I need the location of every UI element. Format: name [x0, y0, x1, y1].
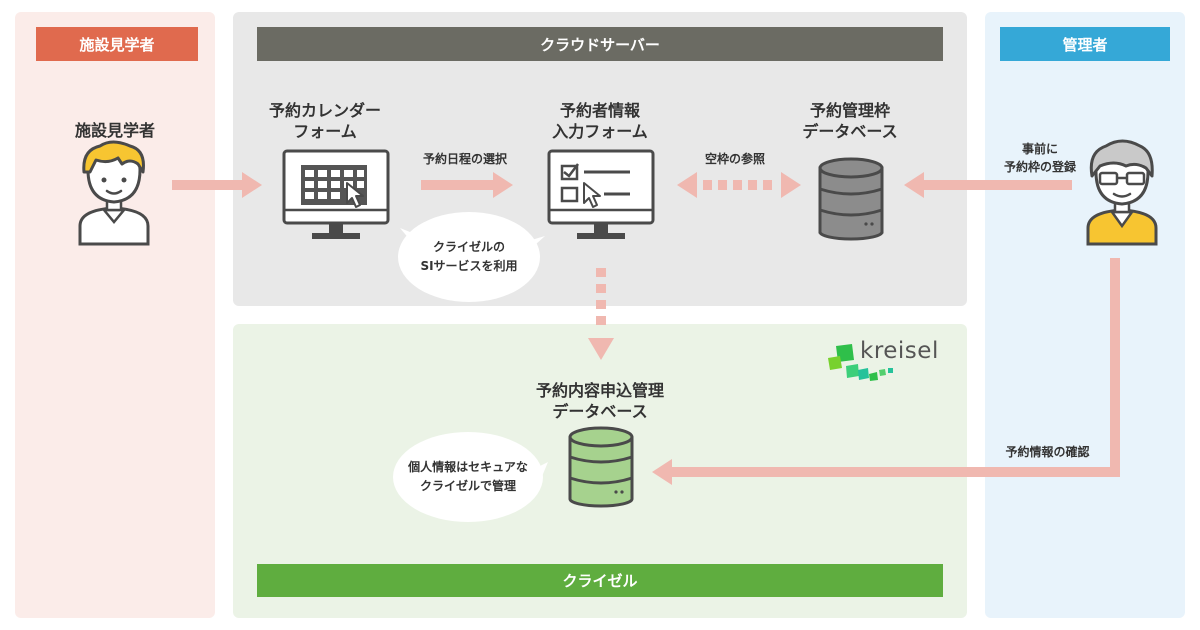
- visitor-lane: [15, 12, 215, 618]
- si-service-callout: クライゼルの SIサービスを利用: [398, 212, 540, 302]
- person-icon: [78, 140, 150, 246]
- visitor-actor-label: 施設見学者: [74, 121, 155, 140]
- check-info-label: 予約情報の確認: [1005, 445, 1090, 459]
- monitor-calendar-icon: [282, 149, 390, 239]
- calendar-form-label: 予約カレンダー フォーム: [268, 101, 381, 141]
- arrow-reference-slots: [677, 172, 801, 198]
- monitor-form-icon: [547, 149, 655, 239]
- kreisel-logo: [828, 344, 893, 381]
- database-icon: [818, 157, 884, 241]
- arrow-input-to-application-db: [588, 268, 614, 360]
- arrow-admin-to-slot-db: [904, 172, 1072, 198]
- arrow-calendar-to-input: [421, 172, 513, 198]
- admin-lane-header: 管理者: [1000, 27, 1170, 61]
- admin-lane: [985, 12, 1185, 618]
- cloud-server-header: クラウドサーバー: [257, 27, 943, 61]
- application-database-label: 予約内容申込管理 データベース: [535, 381, 664, 421]
- slot-database-label: 予約管理枠 データベース: [802, 101, 898, 141]
- kreisel-footer-bar: クライゼル: [257, 564, 943, 597]
- person-glasses-icon: [1086, 139, 1158, 246]
- select-date-label: 予約日程の選択: [422, 152, 507, 166]
- database-icon-green: [568, 426, 634, 508]
- arrow-visitor-to-calendar: [172, 172, 262, 198]
- reference-slots-label: 空枠の参照: [704, 152, 765, 166]
- register-slots-label: 事前に 予約枠の登録: [1003, 142, 1076, 174]
- secure-data-callout: 個人情報はセキュアな クライゼルで管理: [393, 432, 543, 522]
- visitor-lane-header: 施設見学者: [36, 27, 198, 61]
- input-form-label: 予約者情報 入力フォーム: [552, 101, 648, 141]
- kreisel-logo-text: kreisel: [860, 338, 939, 364]
- arrow-admin-to-application-db: [652, 258, 1120, 485]
